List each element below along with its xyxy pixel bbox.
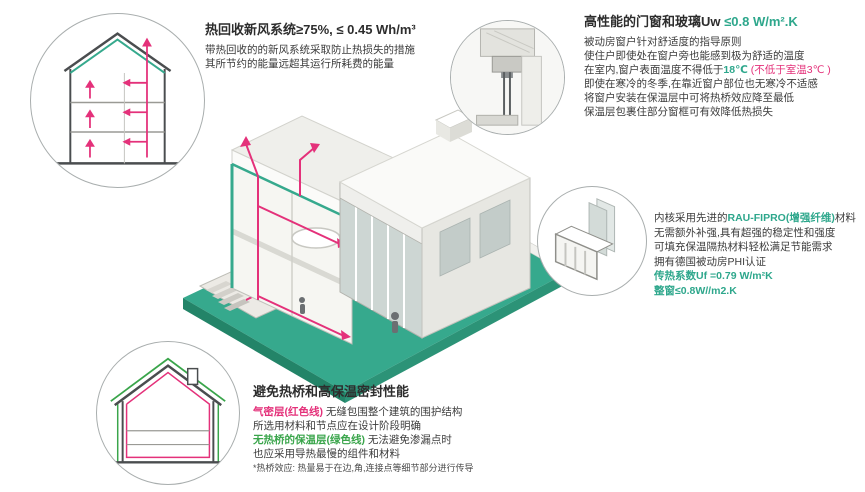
chimney xyxy=(186,367,199,386)
insulation-cut-edge-top xyxy=(231,162,353,222)
uw-whole-window-value: 整窗≤0.8W//m2.K xyxy=(654,284,737,297)
temp-value: 18℃ xyxy=(723,64,748,76)
airflow-arrows xyxy=(85,37,152,158)
window-install-drawing xyxy=(451,21,564,134)
frame-material-line: 拥有德国被动房PHI认证 xyxy=(654,255,767,268)
material-name: RAU-FIPRO(增强纤维) xyxy=(727,212,835,224)
material-text: 内核采用先进的 xyxy=(654,212,728,224)
human-figure xyxy=(299,297,399,333)
heat-recovery-line: 带热回收的的新风系统采取防止热损失的措施 xyxy=(205,44,415,56)
airtight-text: 无缝包围整个建筑的围护结构 xyxy=(323,406,463,418)
frame-profile-drawing xyxy=(554,198,616,281)
house-glass-wing xyxy=(338,109,532,339)
callout-heat-recovery-section xyxy=(30,13,205,188)
windows-title-text: 高性能的门窗和玻璃Uw xyxy=(584,14,725,29)
house-cutaway-block xyxy=(230,115,426,345)
house-section-diagram xyxy=(56,32,179,165)
thermal-bridge-line: 所选用材料和节点应在设计阶段明确 xyxy=(253,420,421,432)
airtight-layer-line: 气密层(红色线) 无缝包围整个建筑的围护结构 xyxy=(253,405,563,419)
flat-roof xyxy=(338,131,532,229)
frame-material-line1: 内核采用先进的RAU-FIPRO(增强纤维)材料 xyxy=(654,211,864,226)
heat-recovery-title: 热回收新风系统≥75%, ≤ 0.45 Wh/m³ xyxy=(205,22,416,37)
callout-window-install-detail xyxy=(450,20,565,135)
envelope-diagram xyxy=(110,357,226,464)
insulation-label: 无热桥的保温层(绿色线) xyxy=(253,434,365,446)
thermal-bridge-footnote: *热桥效应: 热量易于在边,角,连接点等细节部分进行传导 xyxy=(253,463,474,473)
airtight-line-red xyxy=(125,371,211,459)
temp-text: 在室内,窗户表面温度不得低于 xyxy=(584,64,724,76)
windows-line: 即使在寒冷的冬季,在靠近窗户部位也无寒冷不适感 xyxy=(584,78,818,90)
windows-line: 保温层包裹住部分窗框可有效降低热损失 xyxy=(584,106,773,118)
bathtub xyxy=(291,227,341,249)
insulation-line-green xyxy=(110,357,226,402)
temp-note: (不低于室温3℃ ) xyxy=(747,64,831,76)
windows-title: 高性能的门窗和玻璃Uw ≤0.8 W/m².K xyxy=(584,14,860,30)
windows-line: 将窗户安装在保温层中可将热桥效应降至最低 xyxy=(584,92,794,104)
windows-line-temperature: 在室内,窗户表面温度不得低于18℃ (不低于室温3℃ ) xyxy=(584,63,860,77)
frame-material-line: 无需额外补强,具有超强的稳定性和强度 xyxy=(654,226,836,239)
thermal-bridge-title: 避免热桥和高保温密封性能 xyxy=(253,384,410,399)
callout-frame-profile xyxy=(537,186,647,296)
windows-uw-value: ≤0.8 W/m².K xyxy=(724,14,798,29)
section-thermal-bridge: 避免热桥和高保温密封性能 气密层(红色线) 无缝包围整个建筑的围护结构 所选用材… xyxy=(253,384,563,475)
material-text2: 材料 xyxy=(834,212,856,224)
thermal-bridge-line: 也应采用导热最慢的组件和材料 xyxy=(253,448,400,460)
airtight-label: 气密层(红色线) xyxy=(253,406,323,418)
insulation-layer-line: 无热桥的保温层(绿色线) 无法避免渗漏点时 xyxy=(253,433,563,447)
section-frame-material: 内核采用先进的RAU-FIPRO(增强纤维)材料 无需额外补强,具有超强的稳定性… xyxy=(654,211,864,298)
uf-value: 传热系数Uf =0.79 W/m²K xyxy=(654,270,773,282)
section-heat-recovery: 热回收新风系统≥75%, ≤ 0.45 Wh/m³ 带热回收的的新风系统采取防止… xyxy=(205,22,535,71)
heat-recovery-line: 其所节约的能量远超其运行所耗费的能量 xyxy=(205,58,394,70)
frame-material-line: 可填充保温隔热材料轻松满足节能需求 xyxy=(654,241,833,253)
insulation-text: 无法避免渗漏点时 xyxy=(365,434,452,446)
ventilation-ducts xyxy=(240,136,351,340)
callout-thermal-envelope xyxy=(96,341,240,485)
windows-line: 使住户即使处在窗户旁也能感到极为舒适的温度 xyxy=(584,50,805,62)
section-windows: 高性能的门窗和玻璃Uw ≤0.8 W/m².K 被动房窗户针对舒适度的指导原则 … xyxy=(584,14,860,119)
windows-line: 被动房窗户针对舒适度的指导原则 xyxy=(584,36,742,48)
